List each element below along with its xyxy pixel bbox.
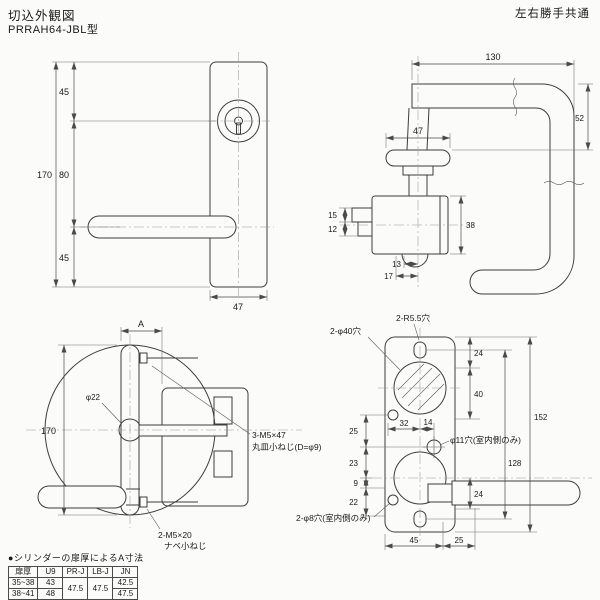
dim-52: 52 xyxy=(575,114,584,123)
dim-12: 12 xyxy=(328,225,337,234)
note-phi11-hole: φ11穴(室内側のみ) xyxy=(450,435,521,445)
handle-top-view: 130 47 52 38 15 12 13 17 xyxy=(328,52,593,295)
note-phi40-holes: 2-φ40穴 xyxy=(330,326,362,336)
break-line xyxy=(543,181,585,185)
phi8-hole xyxy=(387,494,399,506)
cell-lbj: 47.5 xyxy=(87,577,114,600)
dim-45-top: 45 xyxy=(59,87,69,97)
dim-152: 152 xyxy=(534,413,548,422)
cylinder-table-section: ●シリンダーの扉厚によるA寸法 扉厚 U9 PR-J LB-J JN 35~38… xyxy=(7,551,144,600)
dim-47-rose: 47 xyxy=(413,126,423,136)
dim-15: 15 xyxy=(328,211,337,220)
dim-32: 32 xyxy=(400,419,409,428)
dim-24-bottom: 24 xyxy=(474,490,483,499)
spindle-bar xyxy=(138,424,228,437)
dim-17: 17 xyxy=(384,272,393,281)
drawing-title: 切込外観図 xyxy=(8,9,76,23)
mount-screw xyxy=(139,496,148,508)
dim-24-top: 24 xyxy=(474,349,483,358)
phi8-hole xyxy=(387,409,399,421)
model-number: PRRAH64-JBL型 xyxy=(8,24,99,36)
dim-phi22: φ22 xyxy=(86,393,101,402)
cell-jn-r2: 47.5 xyxy=(112,588,139,600)
screw-note-1-line2: 丸皿小ねじ(D=φ9) xyxy=(252,442,322,452)
latch-bolt xyxy=(351,207,373,223)
dim-170-side: 170 xyxy=(41,426,56,436)
lever-tube-rear xyxy=(451,480,581,506)
side-section-view: A 170 φ22 3-M5×47 丸皿小ねじ(D=φ9) 2-M5×20 ナベ… xyxy=(26,319,322,551)
cylinder-thickness-table: 扉厚 U9 PR-J LB-J JN 35~38 43 47.5 47.5 42… xyxy=(7,566,139,600)
screw-note-2-line1: 2-M5×20 xyxy=(158,530,192,540)
cell-thickness-r2: 38~41 xyxy=(7,588,39,600)
lock-body xyxy=(161,387,249,507)
dim-9: 9 xyxy=(354,479,359,488)
dim-47-front: 47 xyxy=(233,302,243,312)
col-header-thickness: 扉厚 xyxy=(7,566,39,578)
cell-prj: 47.5 xyxy=(62,577,89,600)
col-header-jn: JN xyxy=(112,566,139,578)
table-title: ●シリンダーの扉厚によるA寸法 xyxy=(8,553,144,563)
mount-screw xyxy=(139,352,148,364)
dim-23: 23 xyxy=(349,459,358,468)
dim-130: 130 xyxy=(485,52,500,62)
dim-45-bottom: 45 xyxy=(410,536,419,545)
front-view: 45 80 45 170 47 xyxy=(37,52,274,312)
note-phi8-holes: 2-φ8穴(室内側のみ) xyxy=(296,513,371,523)
col-header-prj: PR-J xyxy=(62,566,89,578)
cell-u9-r2: 48 xyxy=(37,588,64,600)
dim-80: 80 xyxy=(59,170,69,180)
dim-25-left: 25 xyxy=(349,427,358,436)
cell-thickness-r1: 35~38 xyxy=(7,577,39,589)
dim-22: 22 xyxy=(349,498,358,507)
cutout-plate-view: 24 40 24 128 152 25 23 9 22 xyxy=(296,313,592,550)
col-header-u9: U9 xyxy=(37,566,64,578)
dim-170-front: 170 xyxy=(37,170,52,180)
lever-tube xyxy=(37,485,127,509)
dim-14: 14 xyxy=(424,418,433,427)
table-row: 38~41 48 47.5 xyxy=(7,588,139,600)
cell-u9-r1: 43 xyxy=(37,577,64,589)
col-header-lbj: LB-J xyxy=(87,566,114,578)
dim-25-bottom: 25 xyxy=(455,536,464,545)
table-row: 35~38 43 47.5 47.5 42.5 xyxy=(7,577,139,600)
dim-38: 38 xyxy=(466,221,475,230)
note-slot-holes: 2-R5.5穴 xyxy=(396,313,431,323)
screw-note-2-line2: ナベ小ねじ xyxy=(164,541,207,551)
dim-13: 13 xyxy=(392,260,401,269)
break-line xyxy=(513,77,517,117)
dim-40: 40 xyxy=(474,390,483,399)
cell-jn-r1: 42.5 xyxy=(112,577,139,589)
dim-128: 128 xyxy=(508,459,522,468)
dim-A: A xyxy=(138,319,144,329)
dim-45-bottom: 45 xyxy=(59,253,69,263)
lever-handle-loop xyxy=(411,83,575,295)
screw-note-1-line1: 3-M5×47 xyxy=(252,430,286,440)
hand-note: 左右勝手共通 xyxy=(515,8,590,20)
